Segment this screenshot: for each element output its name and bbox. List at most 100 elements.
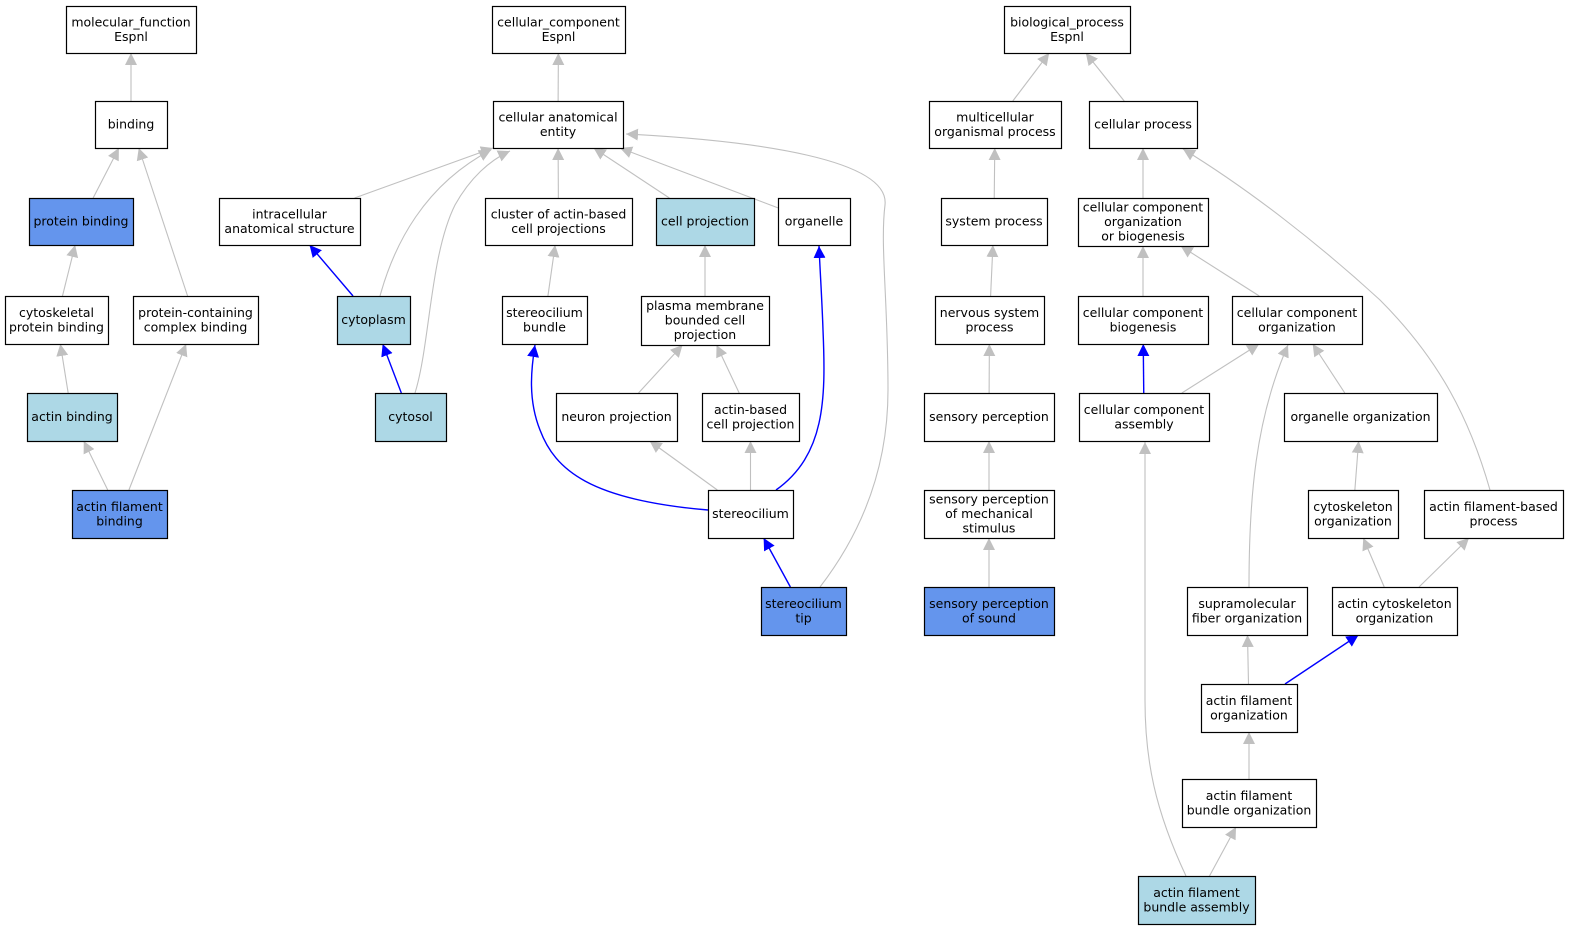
term-label-line: plasma membrane	[646, 298, 764, 313]
term-label-line: organelle organization	[1290, 409, 1430, 424]
term-label-line: cytoplasm	[341, 312, 406, 327]
term-label-line: cytosol	[388, 409, 432, 424]
term-label-line: of mechanical	[945, 506, 1033, 521]
term-box	[1088, 100, 1199, 150]
edge-cytoskeleton-organization-to-organelle-organization	[1351, 440, 1364, 491]
term-label-line: sensory perception	[929, 596, 1049, 611]
term-label-line: Espnl	[114, 29, 148, 44]
term-label-line: projection	[674, 327, 736, 342]
term-box	[28, 197, 135, 247]
term-label-line: organization	[1356, 610, 1434, 625]
term-node-binding[interactable]: binding	[94, 100, 169, 150]
edge-organelle-to-cellular-anatomical-entity	[619, 146, 779, 209]
term-node-cell-projection[interactable]: cell projection	[655, 197, 756, 247]
term-node-organelle[interactable]: organelle	[777, 197, 852, 247]
edge-cytoplasm-to-cellular-anatomical-entity	[379, 149, 492, 297]
term-label-line: sensory perception	[929, 409, 1049, 424]
term-node-protein-binding[interactable]: protein binding	[28, 197, 135, 247]
edge-cytoskeletal-protein-binding-to-protein-binding	[61, 244, 79, 297]
term-node-cellular-process[interactable]: cellular process	[1088, 100, 1199, 150]
term-label-line: cellular anatomical	[498, 109, 617, 124]
term-label-line: fiber organization	[1192, 610, 1302, 625]
term-label-line: cellular component	[1237, 305, 1357, 320]
term-label-line: Espnl	[1050, 29, 1084, 44]
term-box	[1137, 875, 1257, 926]
term-label-line: neuron projection	[561, 409, 671, 424]
term-label-line: actin filament	[76, 499, 163, 514]
term-label-line: cell projection	[661, 214, 749, 229]
term-node-cytosol[interactable]: cytosol	[374, 392, 448, 443]
term-box	[4, 295, 110, 346]
term-box	[1283, 392, 1439, 443]
term-label-line: process	[1469, 513, 1517, 528]
edge-cc-organization-to-ccob	[1180, 245, 1260, 297]
term-box	[928, 100, 1063, 150]
term-label-line: molecular_function	[71, 14, 190, 29]
term-node-sensory-perception[interactable]: sensory perception	[923, 392, 1056, 443]
term-label-line: actin filament	[1206, 693, 1293, 708]
edge-stereocilium-tip-to-stereocilium	[762, 537, 792, 588]
edge-actin-based-cell-projection-to-plasma-membrane-bounded	[716, 344, 740, 394]
term-node-cytoplasm[interactable]: cytoplasm	[336, 295, 412, 346]
term-label-line: cytoskeleton	[1313, 499, 1392, 514]
term-label-line: entity	[540, 124, 577, 139]
term-label-line: cellular process	[1094, 117, 1192, 132]
edges-layer	[56, 52, 1491, 877]
term-box	[923, 489, 1056, 540]
term-label-line: actin filament	[1153, 885, 1240, 900]
term-node-organelle-organization[interactable]: organelle organization	[1283, 392, 1439, 443]
edge-cellular-process-to-bp-root	[1085, 52, 1125, 102]
term-label-line: organization	[1258, 319, 1336, 334]
term-label-line: nervous system	[940, 305, 1039, 320]
term-label-line: actin filament-based	[1429, 499, 1558, 514]
term-node-system-process[interactable]: system process	[940, 197, 1049, 247]
term-box	[923, 392, 1056, 443]
term-label-line: organismal process	[934, 124, 1055, 139]
edge-intracellular-anatomical-structure-to-cellular-anatomical-entity	[354, 146, 494, 199]
term-node-stereocilium[interactable]: stereocilium	[707, 489, 795, 540]
edge-actin-filament-bundle-assembly-to-actin-filament-bundle-org	[1209, 826, 1237, 877]
term-box	[1077, 197, 1210, 248]
term-label-line: cellular_component	[497, 14, 620, 29]
term-label-line: or biogenesis	[1101, 229, 1185, 244]
term-node-actin-binding[interactable]: actin binding	[26, 392, 119, 443]
edge-protein-containing-complex-binding-to-binding	[136, 147, 189, 297]
term-node-neuron-projection[interactable]: neuron projection	[555, 392, 679, 443]
term-label-line: binding	[108, 117, 155, 132]
edge-supramolecular-fiber-org-to-cc-organization	[1248, 344, 1289, 588]
term-label-line: cytoskeletal	[19, 305, 94, 320]
term-box	[923, 586, 1056, 637]
edge-actin-filament-bundle-assembly-to-cc-assembly	[1139, 442, 1187, 877]
edge-actin-filament-org-to-supramolecular-fiber-org	[1241, 634, 1254, 685]
term-box	[1200, 683, 1299, 734]
edge-protein-binding-to-binding	[92, 147, 120, 199]
